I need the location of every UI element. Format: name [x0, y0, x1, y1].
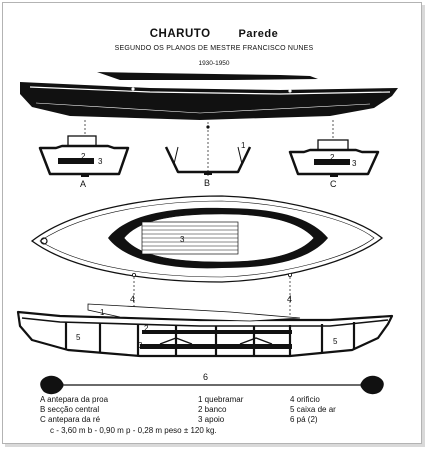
label-2-section-c: 2: [330, 153, 335, 162]
label-4-right: 4: [287, 294, 292, 304]
legend-item-3: 3 apoio: [198, 415, 225, 424]
section-b: [164, 146, 252, 175]
paddle: [40, 375, 384, 395]
boat-name: CHARUTO: [149, 28, 211, 40]
title-line: CHARUTO Parede: [0, 28, 428, 40]
section-c: [288, 139, 380, 177]
section-c-label: C: [330, 179, 337, 189]
label-2-longitudinal: 2: [144, 324, 149, 333]
legend-b: B secção central: [40, 405, 100, 414]
years: 1930-1950: [198, 60, 230, 67]
place-name: Parede: [238, 28, 279, 40]
label-4-left: 4: [130, 294, 135, 304]
label-3-plan: 3: [180, 235, 185, 244]
legend-item-2: 2 banco: [198, 405, 227, 414]
legend-item-4: 4 orificio: [290, 395, 320, 404]
label-3-section-c: 3: [352, 159, 357, 168]
label-1-longitudinal: 1: [100, 308, 105, 317]
plan-view: [30, 195, 384, 283]
section-a: [38, 135, 130, 177]
label-2-section-a: 2: [81, 152, 86, 161]
legend-c: C antepara da ré: [40, 415, 101, 424]
label-5-left: 5: [76, 333, 81, 342]
subtitle: SEGUNDO OS PLANOS DE MESTRE FRANCISCO NU…: [114, 45, 314, 52]
legend-dimensions: c - 3,60 m b - 0,90 m p - 0,28 m peso ± …: [50, 426, 217, 435]
orifice-leaders: [133, 277, 291, 324]
section-a-label: A: [80, 179, 86, 189]
side-profile: [20, 72, 398, 120]
legend-item-6: 6 pá (2): [290, 415, 318, 424]
section-leaders: [84, 120, 334, 178]
label-3-longitudinal: 3: [138, 341, 143, 350]
legend-item-5: 5 caixa de ar: [290, 405, 336, 414]
legend: A antepara da proa B secção central C an…: [40, 395, 390, 445]
legend-a: A antepara da proa: [40, 395, 109, 404]
label-1-section-b: 1: [241, 141, 246, 150]
label-6-paddle: 6: [203, 372, 208, 382]
label-3-section-a: 3: [98, 157, 103, 166]
legend-item-1: 1 quebramar: [198, 395, 244, 404]
longitudinal-section: [16, 303, 394, 358]
section-b-label: B: [204, 178, 210, 188]
label-5-right: 5: [333, 337, 338, 346]
